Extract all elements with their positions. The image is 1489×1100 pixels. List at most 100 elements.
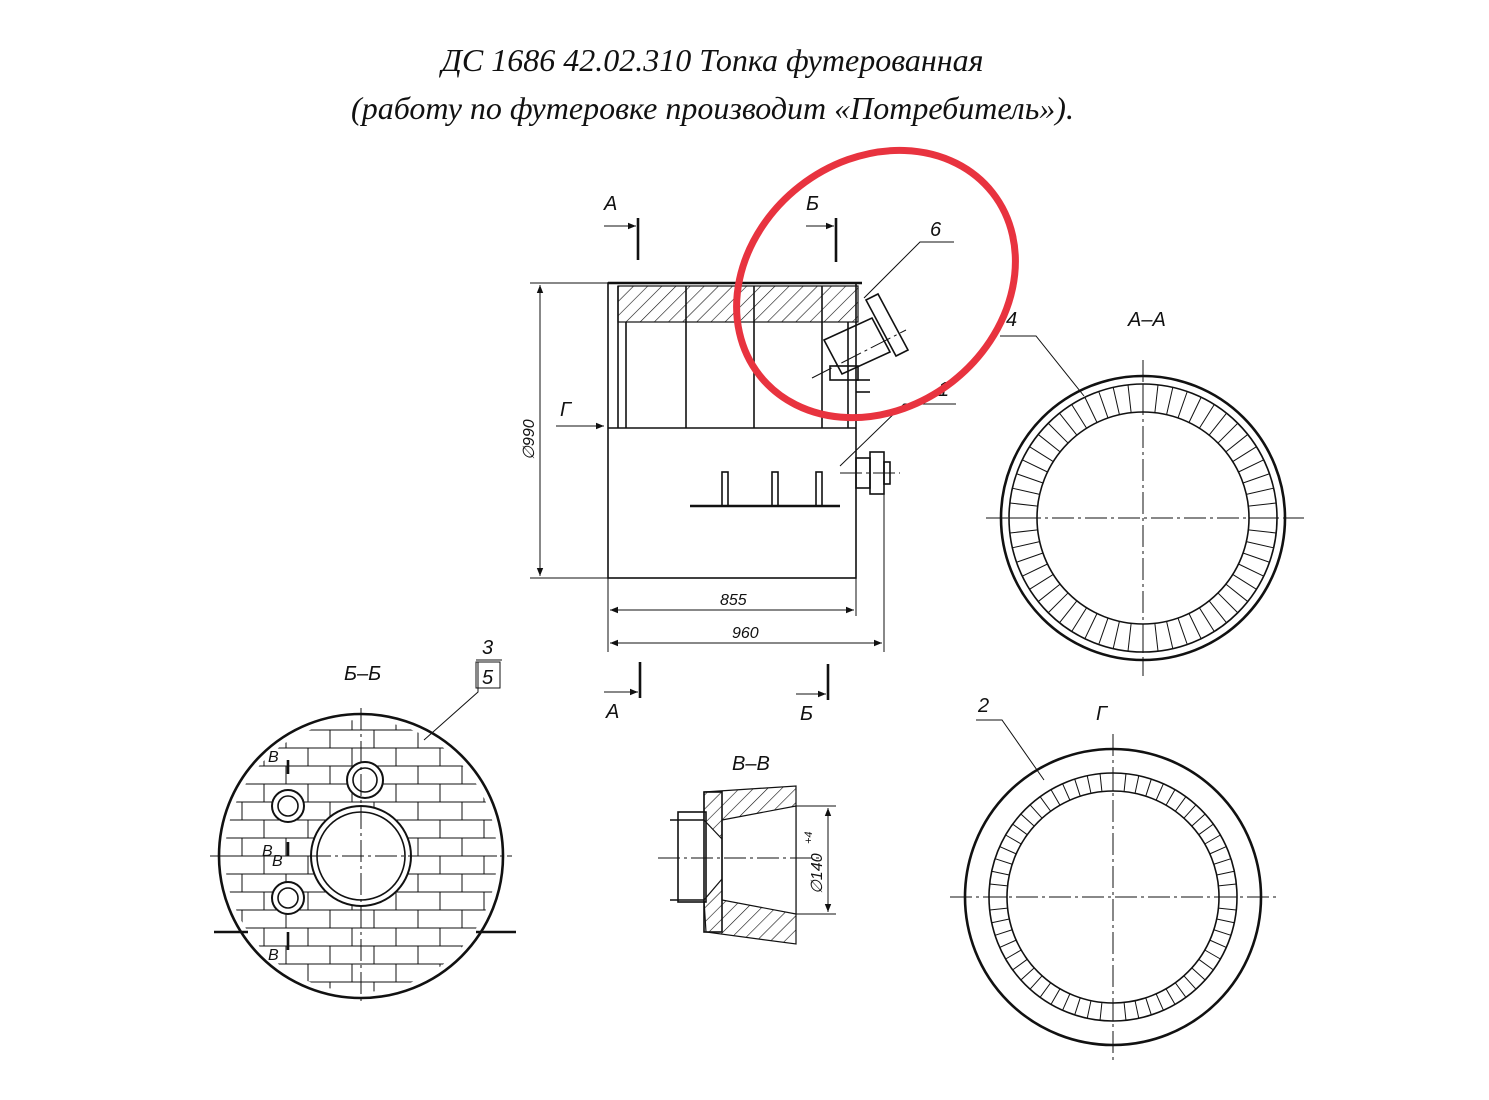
lining-joint <box>1012 487 1040 495</box>
drawing-title-line1: ДС 1686 42.02.310 Топка футерованная <box>441 42 984 78</box>
lining-joint <box>1218 907 1237 911</box>
lining-joint <box>1009 502 1038 507</box>
lining-joint <box>1183 975 1197 990</box>
callout-5: 5 <box>482 667 494 689</box>
lining-joint <box>1029 804 1043 819</box>
lining-joint <box>1099 773 1103 792</box>
lining-joint <box>1005 834 1022 845</box>
lining-joint <box>1134 1000 1140 1019</box>
lining-joint <box>1050 988 1061 1005</box>
lining-joint <box>1037 583 1061 602</box>
lining-joint <box>1020 813 1035 827</box>
lining-joint <box>1123 1002 1127 1021</box>
lining-joint <box>994 858 1013 865</box>
view-g: 2 Г <box>950 695 1276 1064</box>
section-vv: В–В ∅140 +4 <box>658 753 836 945</box>
lining-joint <box>1246 541 1274 549</box>
lining-joint <box>1177 617 1188 645</box>
lining-joint <box>1248 529 1277 534</box>
lining-joint <box>999 846 1017 855</box>
lining-joint <box>1155 783 1164 801</box>
view-g-title: Г <box>1096 703 1109 725</box>
lining-joint <box>1242 552 1270 563</box>
dim-855: 855 <box>720 592 747 609</box>
lining-joint <box>1204 834 1221 845</box>
section-vv-title: В–В <box>732 753 770 775</box>
lining-joint <box>1204 949 1221 960</box>
lining-joint <box>1050 789 1061 806</box>
lining-joint <box>1218 883 1237 887</box>
dim-960: 960 <box>732 625 759 642</box>
lining-joint <box>1209 939 1227 948</box>
lining-joint <box>1145 997 1152 1016</box>
dim-tolerance-140: +4 <box>803 831 815 844</box>
lining-joint <box>1074 997 1081 1016</box>
lining-joint <box>1099 1002 1103 1021</box>
lining-joint <box>1198 823 1214 836</box>
lining-joint <box>1217 592 1239 614</box>
lining-joint <box>1074 778 1081 797</box>
lining-joint <box>1098 391 1109 419</box>
lining-joint <box>1029 975 1043 990</box>
lining-joint <box>1198 404 1215 429</box>
callout-3: 3 <box>482 637 493 659</box>
lining-joint <box>1098 617 1109 645</box>
lining-joint <box>1022 563 1048 577</box>
lining-joint <box>999 939 1017 948</box>
lining-joint <box>1198 958 1214 971</box>
lining-joint <box>1216 870 1235 876</box>
section-aa: 4 А–А <box>986 309 1304 676</box>
inclined-nozzle <box>811 292 910 381</box>
lining-joint <box>1127 623 1132 652</box>
section-bb: В В В В 3 5 Б–Б <box>210 637 516 1004</box>
lining-joint <box>1062 783 1071 801</box>
lining-joint <box>1084 613 1098 639</box>
lining-joint <box>1012 958 1028 971</box>
lining-joint <box>1086 1000 1092 1019</box>
lining-joint <box>1165 789 1176 806</box>
callout-6: 6 <box>930 219 942 241</box>
lining-joint <box>1166 387 1174 415</box>
leader-2 <box>976 719 1045 781</box>
lining-joint <box>1127 384 1132 413</box>
dim-diameter-990: ∅990 <box>521 419 538 460</box>
mark-v-1: В <box>268 749 279 766</box>
lining-joint <box>1191 967 1206 981</box>
lining-joint <box>1112 621 1120 649</box>
mark-v-4: В <box>268 947 279 964</box>
lining-joint <box>1086 775 1092 794</box>
section-mark-a-top: А <box>603 193 617 215</box>
lining-joint <box>1071 404 1088 429</box>
lining-joint <box>1084 397 1098 423</box>
lining-joint <box>1155 993 1164 1011</box>
lining-joint <box>994 929 1013 936</box>
lining-joint <box>1188 397 1202 423</box>
lining-joint <box>1238 459 1264 473</box>
lining-joint <box>1213 929 1232 936</box>
lining-joint <box>1005 949 1022 960</box>
leader-1 <box>839 403 956 467</box>
lining-joint <box>1238 563 1264 577</box>
lining-joint <box>1154 623 1159 652</box>
lining-joint <box>1174 796 1187 812</box>
lining-joint <box>1020 967 1035 981</box>
lining-joint <box>1232 573 1257 590</box>
callout-2: 2 <box>977 695 989 717</box>
lining-joint <box>1016 552 1044 563</box>
dim-diameter-140: ∅140 <box>809 853 826 894</box>
leader-6 <box>863 241 954 299</box>
lining-joint <box>1198 607 1215 632</box>
lining-joint <box>1246 487 1274 495</box>
lining-joint <box>1039 796 1052 812</box>
callout-4: 4 <box>1006 309 1017 331</box>
section-mark-b-top: Б <box>806 193 819 215</box>
furnace-body-outline <box>607 282 857 579</box>
lining-joint <box>1208 412 1227 436</box>
lining-joint <box>1165 988 1176 1005</box>
lining-joint <box>1047 592 1069 614</box>
lining-joint <box>1029 573 1054 590</box>
mark-v-2: В <box>262 843 273 860</box>
leader-4 <box>1000 335 1085 397</box>
lining-joint <box>1208 600 1227 624</box>
